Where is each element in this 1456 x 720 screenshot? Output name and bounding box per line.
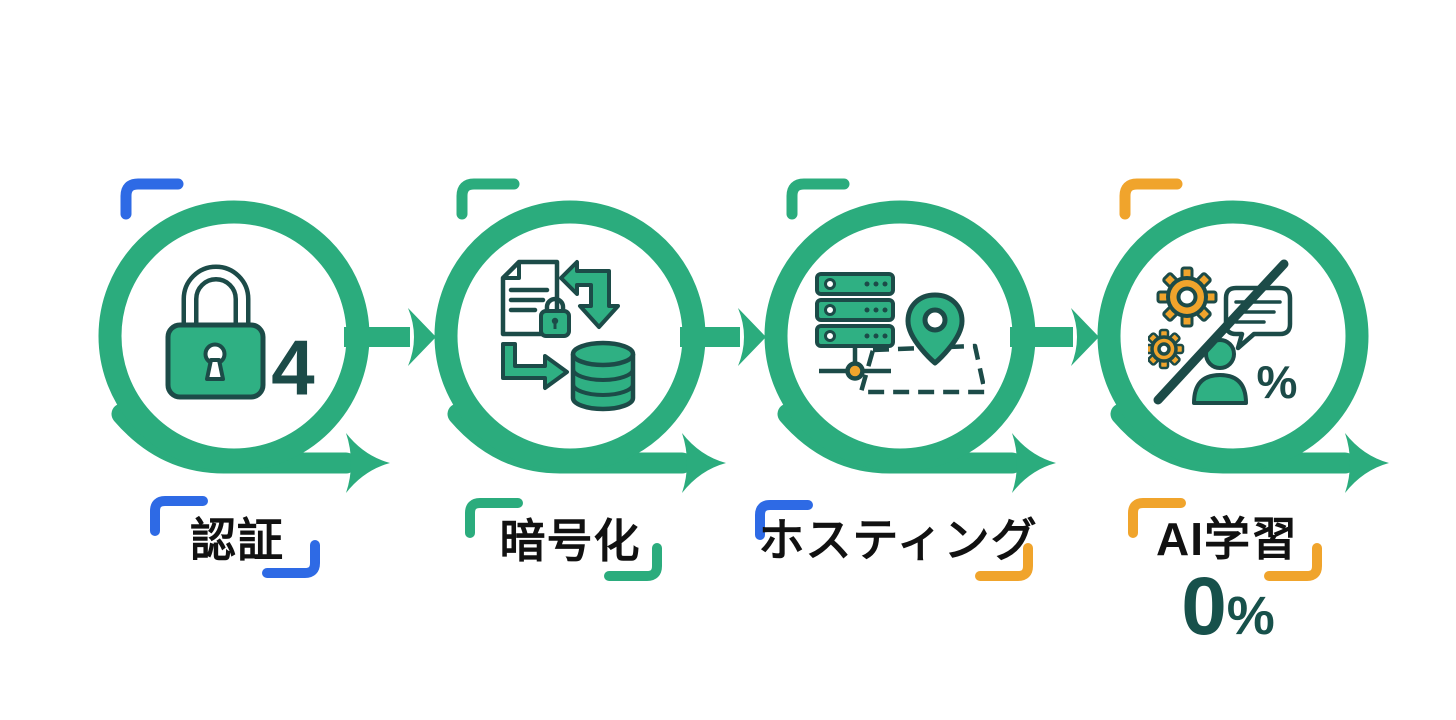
padlock-icon bbox=[165, 264, 266, 400]
step-loop-ai bbox=[1097, 178, 1389, 493]
database-top bbox=[570, 340, 636, 368]
server-led-2 bbox=[824, 304, 836, 316]
label-bracket-top-1 bbox=[150, 496, 208, 536]
server-rack-icon bbox=[815, 272, 895, 348]
bent-arrow-right-icon bbox=[501, 342, 569, 390]
label-bracket-bottom-1 bbox=[262, 540, 320, 578]
loop-arrowhead-4 bbox=[1345, 433, 1389, 493]
padlock-shackle bbox=[186, 269, 246, 331]
server-unit-3 bbox=[815, 324, 895, 348]
person-body bbox=[1192, 373, 1248, 405]
connector-head-3 bbox=[1071, 308, 1099, 366]
label-bracket-bottom-3 bbox=[975, 543, 1033, 581]
step-label-ai-training: AI学習 bbox=[1156, 513, 1298, 565]
ai-training-value-unit: % bbox=[1226, 586, 1275, 646]
connector-arrow-1 bbox=[344, 308, 436, 366]
step-label-hosting: ホスティング bbox=[758, 514, 1038, 566]
slash-line bbox=[1153, 259, 1289, 405]
connector-head-2 bbox=[738, 308, 766, 366]
document-encryption-database-icon bbox=[500, 259, 636, 412]
ai-percent-mark: % bbox=[1256, 356, 1298, 408]
server-unit-1 bbox=[815, 272, 895, 296]
connector-arrow-3 bbox=[1010, 308, 1099, 366]
label-bracket-top-4 bbox=[1128, 498, 1186, 538]
mini-lock-shackle bbox=[544, 296, 566, 312]
label-bracket-bottom-2 bbox=[604, 543, 662, 581]
step-circle-4 bbox=[1097, 200, 1369, 472]
loop-arrowhead-3 bbox=[1012, 433, 1056, 493]
gear-small-icon bbox=[1148, 328, 1185, 370]
loop-arrowhead-1 bbox=[346, 433, 390, 493]
server-led-1 bbox=[824, 278, 836, 290]
corner-bracket-circle-1 bbox=[120, 178, 184, 220]
document-fold bbox=[503, 262, 521, 280]
database-bands bbox=[571, 368, 635, 397]
corner-bracket-circle-3 bbox=[786, 178, 850, 220]
label-bracket-top-3 bbox=[755, 500, 813, 540]
connector-head-1 bbox=[408, 308, 436, 366]
mini-lock-keyhole bbox=[551, 317, 559, 325]
step-label-encryption: 暗号化 bbox=[499, 515, 641, 567]
server-location-map-icon bbox=[815, 272, 985, 395]
gear-large-icon bbox=[1156, 266, 1218, 328]
server-led-3 bbox=[824, 330, 836, 342]
location-pin-hole bbox=[922, 307, 948, 333]
ai-training-value: 0% bbox=[1181, 566, 1275, 648]
ai-training-value-number: 0 bbox=[1181, 561, 1227, 652]
auth-count-badge: 4 bbox=[271, 323, 315, 412]
map-outline bbox=[858, 343, 985, 395]
loop-arrowhead-2 bbox=[682, 433, 726, 493]
document-text-lines bbox=[508, 287, 550, 313]
keyhole-slot bbox=[205, 358, 225, 381]
network-node bbox=[845, 361, 865, 381]
label-bracket-bottom-4 bbox=[1264, 543, 1322, 581]
step-label-auth: 認証 bbox=[190, 514, 284, 566]
connector-arrow-2 bbox=[680, 308, 766, 366]
no-ai-training-icon bbox=[1148, 259, 1293, 405]
server-vent-dots bbox=[864, 281, 888, 339]
corner-bracket-circle-4 bbox=[1119, 178, 1183, 220]
sync-arrow-down-icon bbox=[559, 260, 620, 329]
server-unit-2 bbox=[815, 298, 895, 322]
label-bracket-top-2 bbox=[465, 498, 523, 538]
corner-bracket-circle-2 bbox=[456, 178, 520, 220]
